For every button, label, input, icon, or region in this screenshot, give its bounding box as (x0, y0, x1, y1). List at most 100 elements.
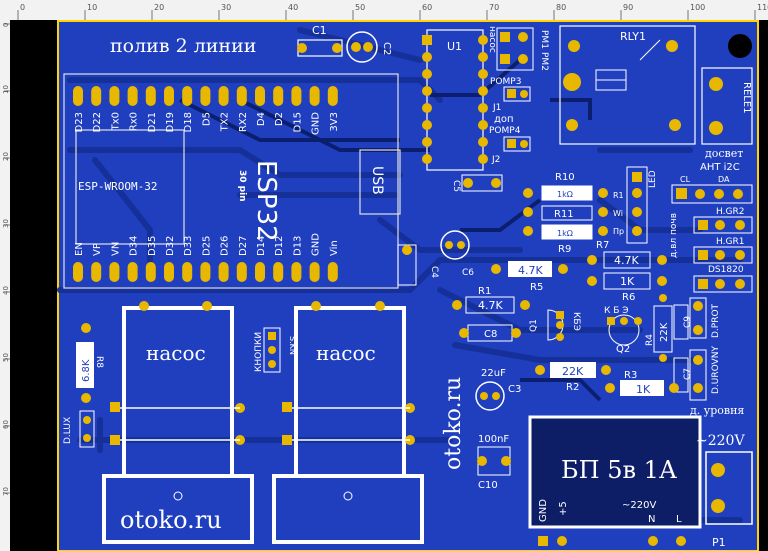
svg-text:6.8K: 6.8K (81, 359, 92, 382)
svg-text:КНОПКИ: КНОПКИ (254, 332, 264, 372)
esp-pin-label: D4 (256, 112, 267, 126)
svg-text:S.KN: S.KN (288, 336, 297, 355)
svg-text:Пр: Пр (613, 227, 624, 236)
esp-pin-label: Vin (329, 240, 340, 256)
svg-text:C9: C9 (683, 316, 693, 328)
ruler-tick-label: 70 (2, 487, 10, 496)
pin-pad (145, 262, 156, 282)
capacitor-c10: 100nF C10 (477, 434, 511, 491)
usb-label: USB (369, 166, 385, 195)
svg-text:H.GR1: H.GR1 (716, 237, 744, 247)
esp-pin-label: D15 (292, 112, 303, 132)
svg-text:PM2: PM2 (539, 52, 549, 71)
svg-text:22K: 22K (562, 365, 584, 378)
svg-text:C3: C3 (508, 384, 521, 395)
soil-humidity-label: д.вл почв (669, 213, 679, 258)
svg-text:Q1: Q1 (529, 319, 539, 332)
svg-text:R8: R8 (94, 356, 104, 368)
board-title: полив 2 линии (110, 35, 256, 57)
pump-header-pomp3: POMP3 J1 доп (490, 77, 531, 125)
esp-pin-label: D33 (183, 236, 194, 256)
protection-header-dprot: D.PROT (689, 297, 721, 339)
svg-text:R7: R7 (596, 240, 609, 251)
svg-text:R9: R9 (558, 244, 571, 255)
svg-text:R3: R3 (624, 370, 637, 381)
capacitor-c5: C5 (451, 174, 503, 192)
svg-text:R2: R2 (566, 382, 579, 393)
ruler-tick-label: 20 (154, 3, 164, 12)
pin-pad (291, 86, 302, 106)
esp-pin-label: D2 (274, 112, 285, 126)
svg-text:C10: C10 (478, 480, 498, 491)
resistor-r11: R11 (523, 205, 608, 221)
capacitor-c3: 22uF C3 (475, 368, 521, 411)
svg-text:R4: R4 (645, 334, 655, 346)
esp-pin-label: TX2 (220, 112, 231, 132)
svg-text:U1: U1 (447, 40, 462, 53)
capacitor-c9: C9 (673, 304, 693, 340)
pin-pad (236, 262, 247, 282)
svg-text:C8: C8 (484, 329, 497, 340)
esp-pin-label: VP (92, 243, 103, 256)
pump-relay-1: насос (102, 301, 254, 544)
svg-text:POMP4: POMP4 (489, 126, 521, 136)
capacitor-c6: C6 (440, 230, 474, 278)
resistor-r1: R1 4.7K (452, 286, 530, 314)
esp32-board (63, 73, 401, 289)
svg-text:1kΩ: 1kΩ (557, 229, 573, 238)
pin-pad (145, 86, 156, 106)
ruler-tick-label: 90 (623, 3, 633, 12)
capacitor-c8: C8 (459, 324, 521, 342)
resistor-r3: R3 1K (605, 370, 679, 396)
pin-pad (255, 86, 265, 106)
ruler-tick-label: 10 (87, 3, 97, 12)
ruler-tick-label: 40 (288, 3, 298, 12)
ruler-tick-label: 60 (2, 420, 10, 429)
ruler-tick-label: 50 (355, 3, 365, 12)
pin-pad (273, 262, 284, 282)
pin-pad (73, 262, 83, 282)
ruler-tick-label: 80 (556, 3, 566, 12)
svg-text:R5: R5 (530, 282, 543, 293)
level-header-durovny: D.UROVNY (689, 346, 721, 401)
svg-text:~220V: ~220V (696, 433, 745, 449)
buttons-header: КНОПКИ S.KN (254, 327, 297, 373)
svg-text:КБЭ: КБЭ (571, 312, 581, 331)
ruler-tick-label: 30 (2, 219, 10, 228)
svg-text:PM1: PM1 (539, 30, 549, 49)
esp-pin-label: D12 (274, 236, 285, 256)
pin-pad (327, 262, 338, 282)
pin-pad (200, 262, 211, 282)
esp-top-pin-header (73, 86, 338, 106)
svg-text:R1: R1 (613, 191, 624, 200)
watermark-vertical: otoko.ru (441, 377, 466, 470)
relay-rly1: RLY1 (559, 25, 696, 145)
transistor-q1: Q1 КБЭ (529, 309, 581, 341)
esp-pin-label: D26 (220, 236, 231, 256)
svg-text:DS1820: DS1820 (708, 265, 744, 275)
resistor-r10: R10 1kΩ (523, 172, 608, 201)
svg-text:CL: CL (680, 175, 691, 184)
esp-pin-label: D22 (92, 112, 103, 132)
pump-relay-2: насос (272, 301, 424, 544)
resistor-r9: 1kΩ R9 (523, 224, 608, 255)
svg-text:Q2: Q2 (616, 344, 630, 355)
i2c-sensor-header: AHT i2C CL DA (671, 162, 753, 204)
esp-pin-label: GND (311, 112, 322, 135)
resistor-r7: R7 4.7K (587, 240, 667, 269)
pin-pad (109, 86, 120, 106)
pin-pad (164, 86, 174, 106)
resistor-r2: 22K R2 (535, 362, 611, 393)
svg-text:Wi: Wi (613, 209, 623, 218)
svg-text:GND: GND (538, 499, 549, 522)
resistor-r6: 1K R6 (587, 272, 667, 303)
esp-bottom-pin-header (73, 262, 338, 282)
capacitor-c1: C1 (297, 24, 343, 57)
esp-pin-label: D5 (201, 112, 212, 126)
svg-text:LED: LED (648, 170, 658, 188)
esp-pin-label: D18 (183, 112, 194, 132)
